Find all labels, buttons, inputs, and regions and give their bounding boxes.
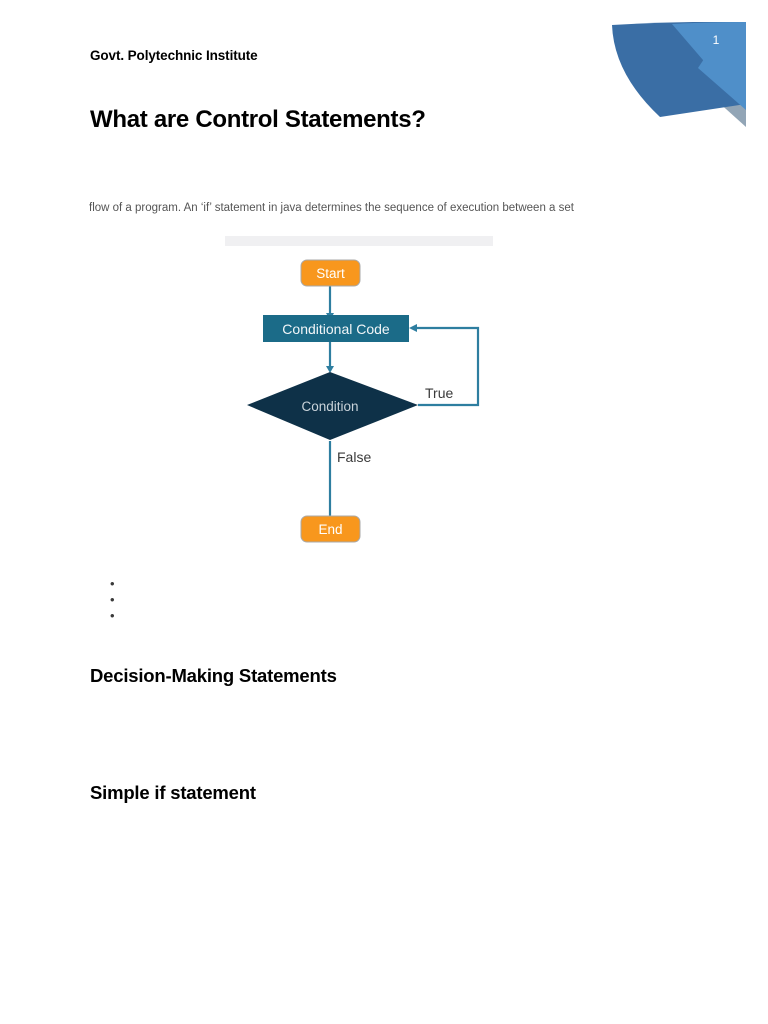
figure-top-band [225,236,493,246]
connector-true-loop [415,326,480,407]
control-statement-flowchart: Start Conditional Code Condition True Fa… [225,236,500,548]
heading-simple-if-statement: Simple if statement [90,782,256,804]
flow-node-condition-diamond [247,372,418,440]
flow-node-condition-label: Condition [301,399,358,414]
page-title: What are Control Statements? [90,106,426,134]
page-number: 1 [712,33,720,47]
arrowhead-to-condition [326,366,334,373]
list-item [110,608,124,624]
flow-node-start [300,259,361,287]
list-item [110,592,124,608]
flow-node-end-label: End [318,522,342,537]
corner-decoration-graphic [600,22,746,127]
flow-edge-label-false: False [337,449,371,465]
flow-node-conditional-code [263,315,409,342]
flow-node-end [300,515,361,543]
flow-node-conditional-code-label: Conditional Code [282,321,390,337]
institute-name: Govt. Polytechnic Institute [90,48,258,63]
bullet-list [110,576,124,624]
flow-node-start-label: Start [316,266,345,281]
corner-shape-accent [698,22,746,110]
arrowhead-true-into-conditional [409,324,417,332]
flow-edge-label-true: True [425,385,453,401]
list-item [110,576,124,592]
body-paragraph: flow of a program. An ‘if’ statement in … [89,201,574,214]
heading-decision-making-statements: Decision-Making Statements [90,665,337,687]
